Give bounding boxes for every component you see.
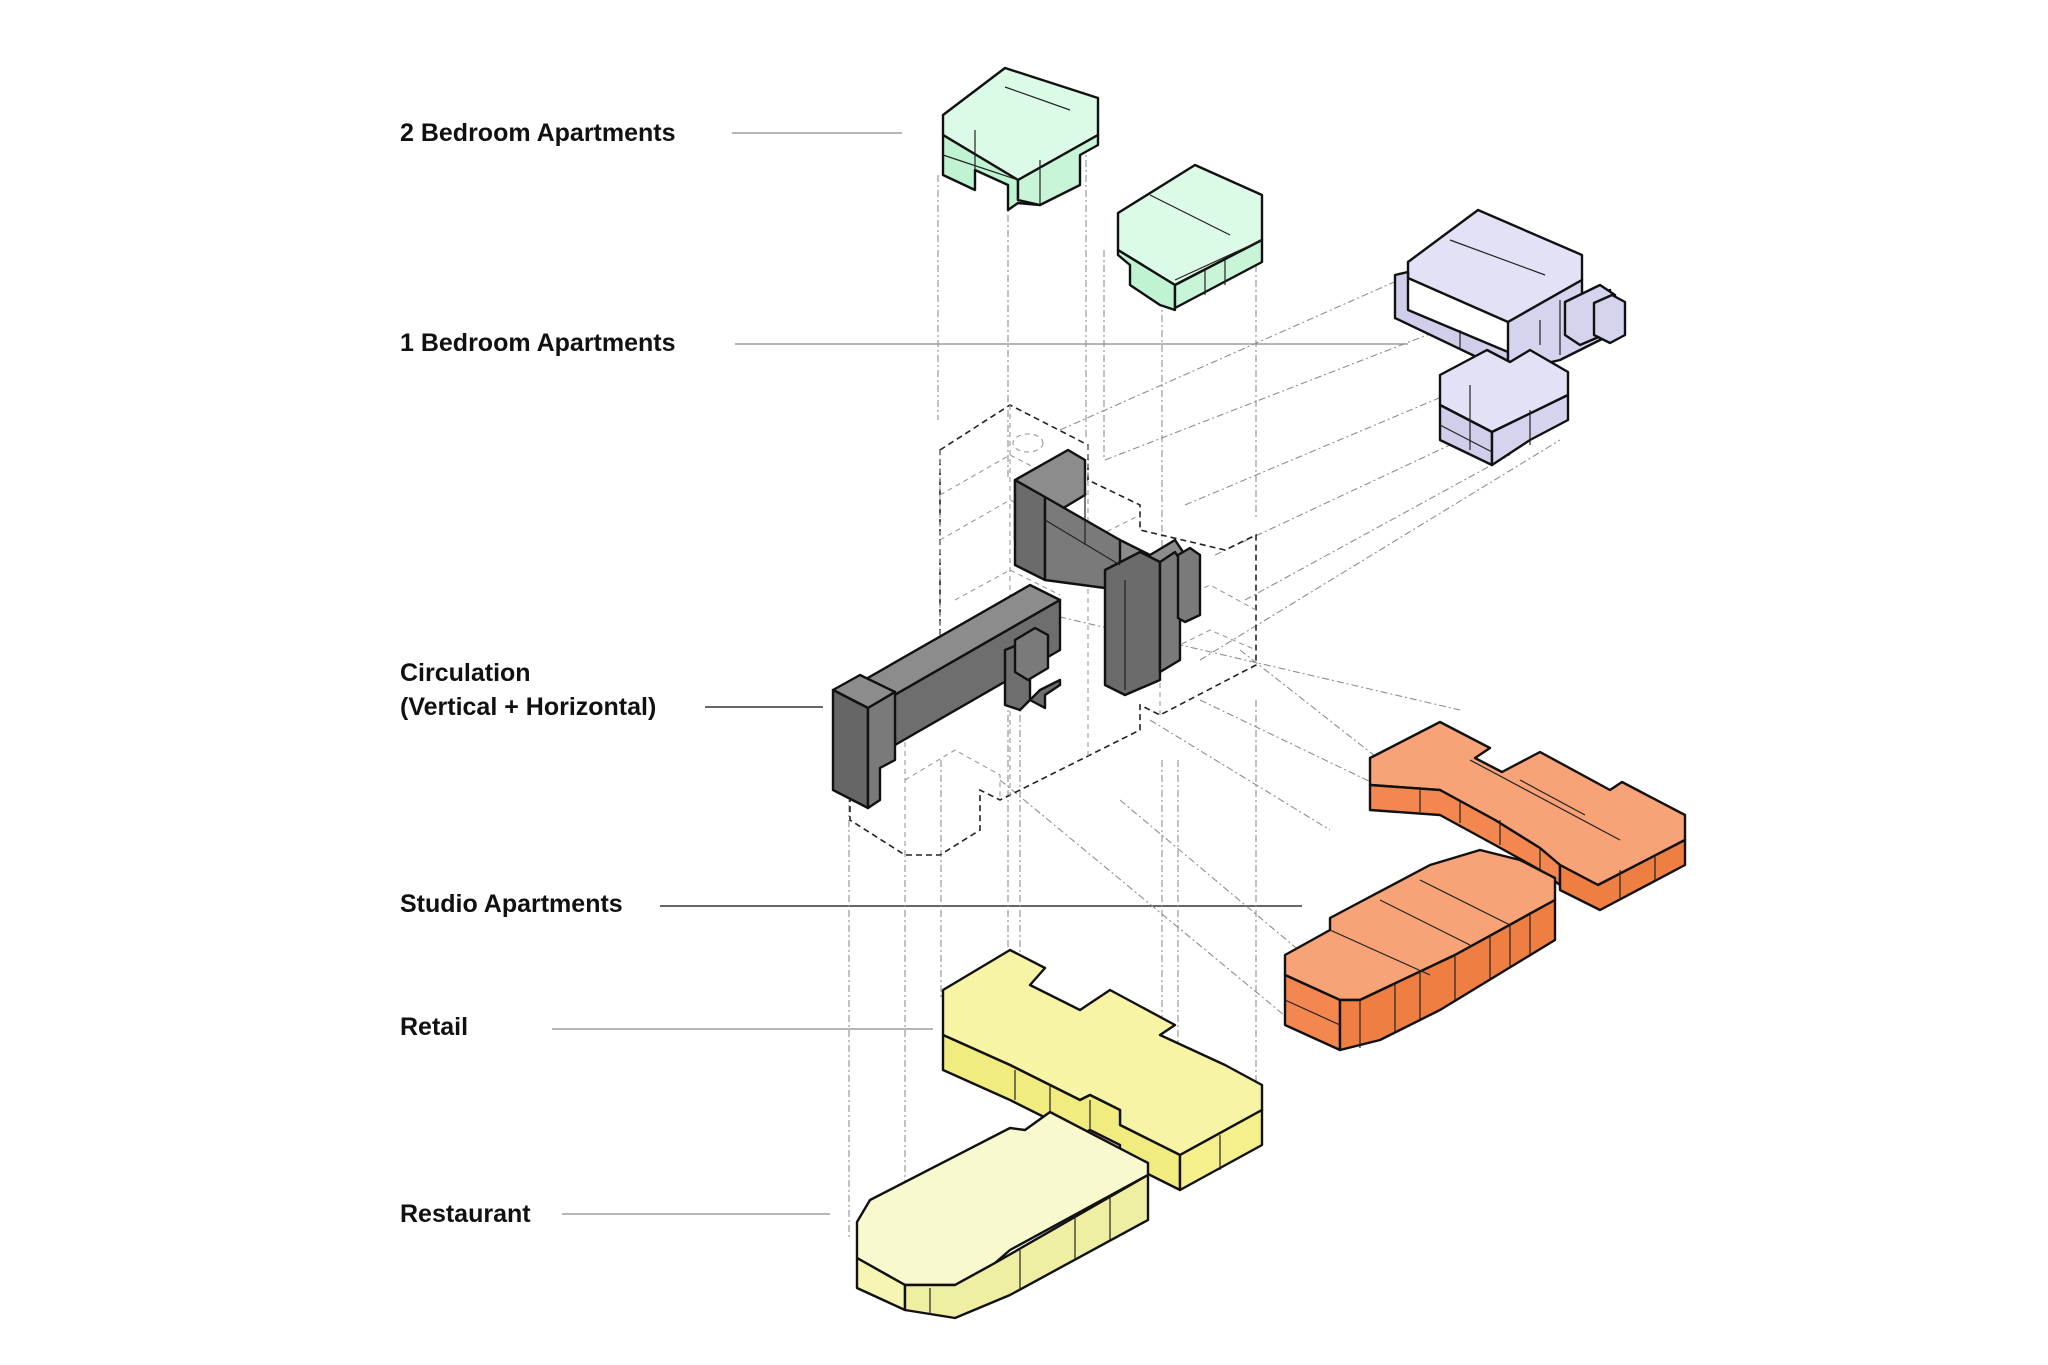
circulation-box [1013, 626, 1050, 682]
circulation-upper-front [1013, 478, 1047, 582]
circulation-left-tower-side [866, 690, 897, 810]
circulation-volume [831, 448, 1202, 810]
one-bedroom-volume-a [1393, 208, 1612, 374]
studio-upper-side [1558, 838, 1687, 912]
studio-volume-upper [1368, 720, 1687, 912]
studio-label: Studio Apartments [400, 890, 623, 918]
circulation-right-tower-a [1103, 550, 1162, 697]
two-bed-b-side [1173, 238, 1264, 310]
label-restaurant: Restaurant [400, 1200, 830, 1228]
two-bedroom-volume-b [1116, 163, 1264, 312]
studio-volume-lower [1283, 848, 1557, 1052]
retail-label: Retail [400, 1013, 468, 1041]
two-bed-a-side [1016, 133, 1100, 207]
restaurant-side [903, 1173, 1150, 1320]
one-bedroom-volume-b [1438, 348, 1570, 467]
label-circulation: Circulation (Vertical + Horizontal) [400, 659, 823, 721]
label-retail: Retail [400, 1013, 933, 1041]
restaurant-volume [855, 1110, 1150, 1320]
circulation-left-tower-front [831, 688, 870, 810]
circulation-right-tower-c [1176, 546, 1202, 624]
label-studio: Studio Apartments [400, 890, 1302, 918]
retail-side [1178, 1108, 1264, 1192]
label-one-bedroom: 1 Bedroom Apartments [400, 329, 1408, 357]
studio-lower-side [1338, 898, 1557, 1052]
two-bedroom-label: 2 Bedroom Apartments [400, 119, 676, 147]
label-two-bedroom: 2 Bedroom Apartments [400, 119, 902, 147]
one-bedroom-label: 1 Bedroom Apartments [400, 329, 676, 357]
two-bedroom-volume-a [941, 66, 1100, 212]
circulation-label-line1: Circulation [400, 659, 531, 687]
restaurant-label: Restaurant [400, 1200, 531, 1228]
circulation-label-line2: (Vertical + Horizontal) [400, 693, 656, 721]
one-bedroom-volume-a-small [1563, 283, 1627, 347]
